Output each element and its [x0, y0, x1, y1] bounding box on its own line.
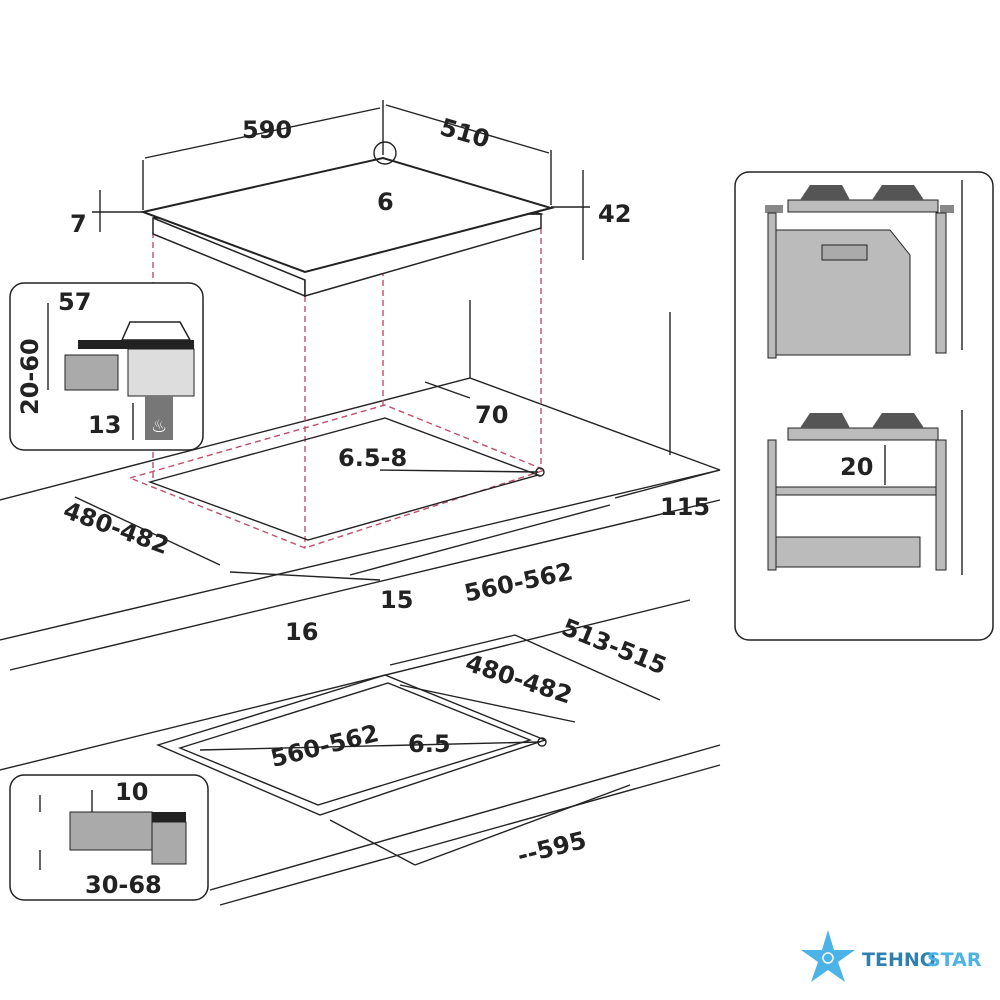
dim-wall-offset: 70 — [475, 401, 508, 429]
dim-inset2-range: 30-68 — [85, 871, 162, 899]
inset-countertop-section — [9, 774, 209, 901]
flame-icon: ♨ — [151, 416, 167, 436]
dim-width: 590 — [242, 116, 292, 144]
inset-burner-section: ♨ — [9, 282, 204, 451]
cutout-dims — [74, 381, 721, 581]
inset-installation-options — [734, 171, 994, 641]
dim-gap: 20 — [840, 453, 873, 481]
dim-height: 42 — [598, 200, 631, 228]
tehnostar-logo: TEHNO STAR — [801, 930, 982, 982]
dim-screw-hole: 6.5-8 — [338, 444, 407, 472]
dim-cutout-depth: 480-482 — [60, 496, 173, 560]
dim-hole: 6.5 — [408, 730, 451, 758]
dim-side-offset: 15 — [380, 586, 413, 614]
dim-lower-depth: 480-482 — [462, 649, 575, 710]
dim-inset2-top: 10 — [115, 778, 148, 806]
dim-lower-width: 560-562 — [268, 719, 382, 773]
dim-outer: 513-515 — [558, 613, 671, 680]
dim-cutout-width: 560-562 — [462, 557, 576, 607]
dim-inset-range: 20-60 — [16, 338, 44, 415]
logo-text-star: STAR — [927, 949, 982, 971]
countertop-lower — [0, 599, 721, 906]
gas-inlet-icon — [373, 141, 397, 165]
dim-gas-inlet: 6 — [377, 188, 394, 216]
dim-inset-top: 57 — [58, 288, 91, 316]
hob-top-view — [92, 100, 590, 298]
cutout-edge — [147, 417, 541, 541]
dim-overall: --595 — [514, 826, 589, 870]
logo-text-tehno: TEHNO — [862, 949, 936, 971]
dim-inset-bottom: 13 — [88, 411, 121, 439]
dim-depth: 510 — [437, 113, 493, 154]
dim-glass: 7 — [70, 210, 87, 238]
dim-front-offset: 16 — [285, 618, 318, 646]
dim-side-clearance: 115 — [660, 493, 710, 521]
countertop-upper — [0, 300, 721, 671]
